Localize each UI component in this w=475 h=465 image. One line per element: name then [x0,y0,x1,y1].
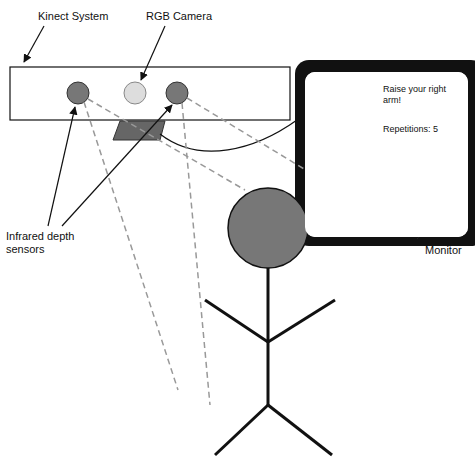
infrared-sensor [166,82,188,104]
counter-text: Repetitions: 5 [383,124,463,135]
component-label: Monitor [425,244,462,257]
monitor-frame [295,60,475,246]
rgb-camera [124,82,146,104]
instruction-text: Raise your right arm! [383,84,461,106]
person-head [228,188,308,268]
monitor-screen [305,72,468,237]
component-label: Kinect System [38,10,108,23]
component-label: RGB Camera [146,10,212,23]
component-label: Infrared depth sensors [6,230,86,256]
cable [160,120,297,151]
infrared-sensor [67,82,89,104]
kinect-bar [10,67,290,120]
person-figure [205,268,335,455]
kinect-stand [113,121,165,140]
monitor-screen-box: Raise your right arm! Repetitions: 5 [305,72,468,237]
